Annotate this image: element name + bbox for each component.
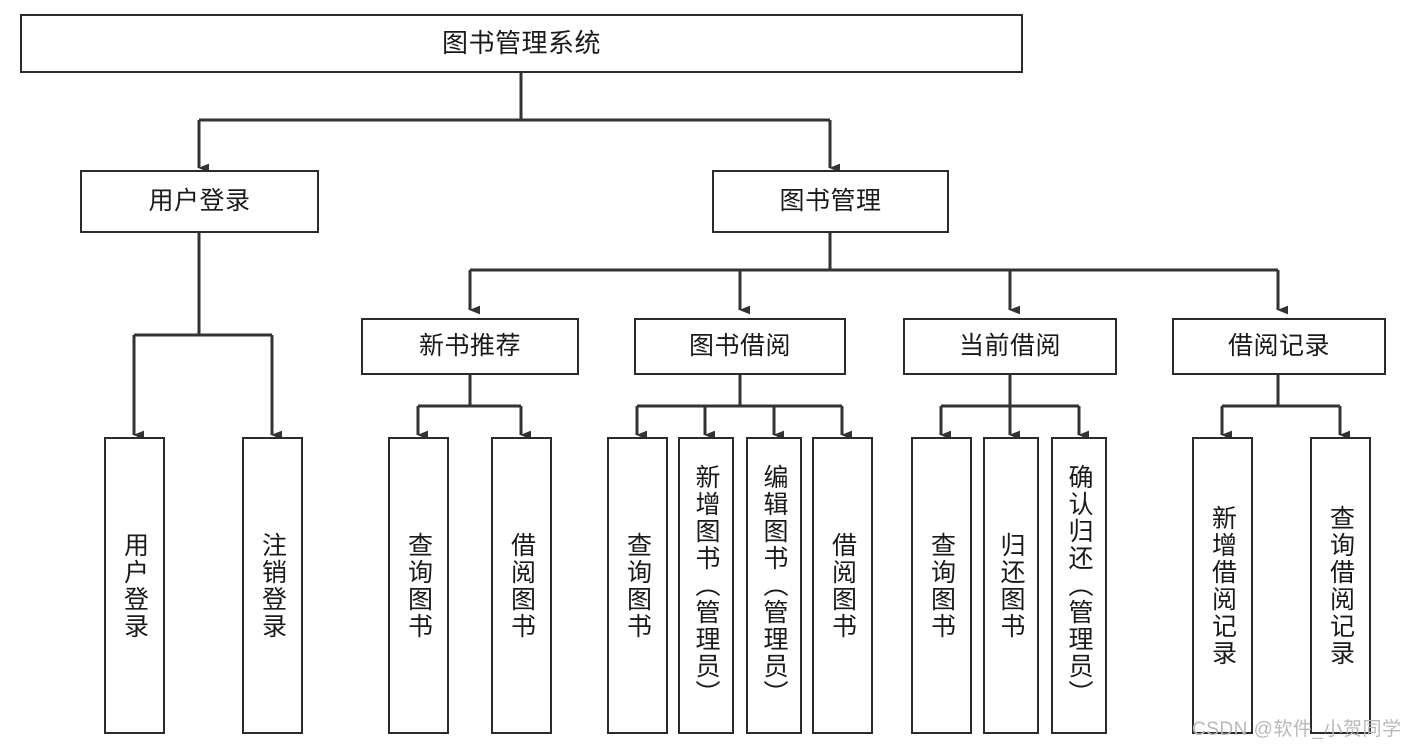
node-label: 图书借阅: [688, 331, 791, 360]
node-new-book-recommend[interactable]: 新书推荐: [361, 318, 579, 375]
node-label: 图书管理: [779, 186, 882, 215]
node-label: 确认归还（管理员）: [1065, 464, 1093, 707]
node-leaf-edit-book-admin[interactable]: 编辑图书（管理员）: [746, 437, 802, 734]
node-leaf-confirm-return-admin[interactable]: 确认归还（管理员）: [1051, 437, 1107, 734]
node-label: 新书推荐: [418, 331, 521, 360]
node-leaf-query-book-borrow[interactable]: 查询图书: [607, 437, 668, 734]
node-label: 查询图书: [623, 531, 652, 640]
node-leaf-add-borrow-record[interactable]: 新增借阅记录: [1192, 437, 1253, 734]
node-label: 查询图书: [404, 531, 433, 640]
node-label: 新增借阅记录: [1208, 504, 1237, 667]
node-label: 查询借阅记录: [1326, 504, 1355, 667]
node-leaf-borrow-book[interactable]: 借阅图书: [812, 437, 873, 734]
node-label: 用户登录: [120, 531, 149, 640]
node-borrow-record[interactable]: 借阅记录: [1172, 318, 1386, 375]
node-label: 当前借阅: [958, 331, 1061, 360]
node-root-book-management-system[interactable]: 图书管理系统: [20, 14, 1023, 73]
node-user-login[interactable]: 用户登录: [80, 170, 319, 233]
node-leaf-add-book-admin[interactable]: 新增图书（管理员）: [678, 437, 734, 734]
node-leaf-query-borrow-record[interactable]: 查询借阅记录: [1310, 437, 1371, 734]
node-label: 借阅记录: [1227, 331, 1330, 360]
node-label: 归还图书: [997, 531, 1025, 640]
node-label: 查询图书: [927, 531, 956, 640]
node-label: 借阅图书: [507, 531, 536, 640]
node-leaf-logout[interactable]: 注销登录: [242, 437, 303, 734]
node-current-borrow[interactable]: 当前借阅: [903, 318, 1117, 375]
node-label: 借阅图书: [828, 531, 857, 640]
node-leaf-query-book-current[interactable]: 查询图书: [911, 437, 972, 734]
node-leaf-user-login[interactable]: 用户登录: [104, 437, 165, 734]
watermark-credit: CSDN @软件_小贺同学: [1192, 719, 1402, 740]
node-leaf-query-book-recommend[interactable]: 查询图书: [388, 437, 449, 734]
node-label: 新增图书（管理员）: [692, 464, 720, 707]
node-leaf-return-book[interactable]: 归还图书: [983, 437, 1039, 734]
node-label: 用户登录: [148, 186, 251, 215]
node-label: 编辑图书（管理员）: [760, 464, 788, 707]
node-leaf-borrow-book-recommend[interactable]: 借阅图书: [491, 437, 552, 734]
node-book-borrow[interactable]: 图书借阅: [634, 318, 846, 375]
node-book-management[interactable]: 图书管理: [712, 170, 949, 233]
node-label: 注销登录: [258, 531, 287, 640]
node-label: 图书管理系统: [441, 28, 601, 59]
